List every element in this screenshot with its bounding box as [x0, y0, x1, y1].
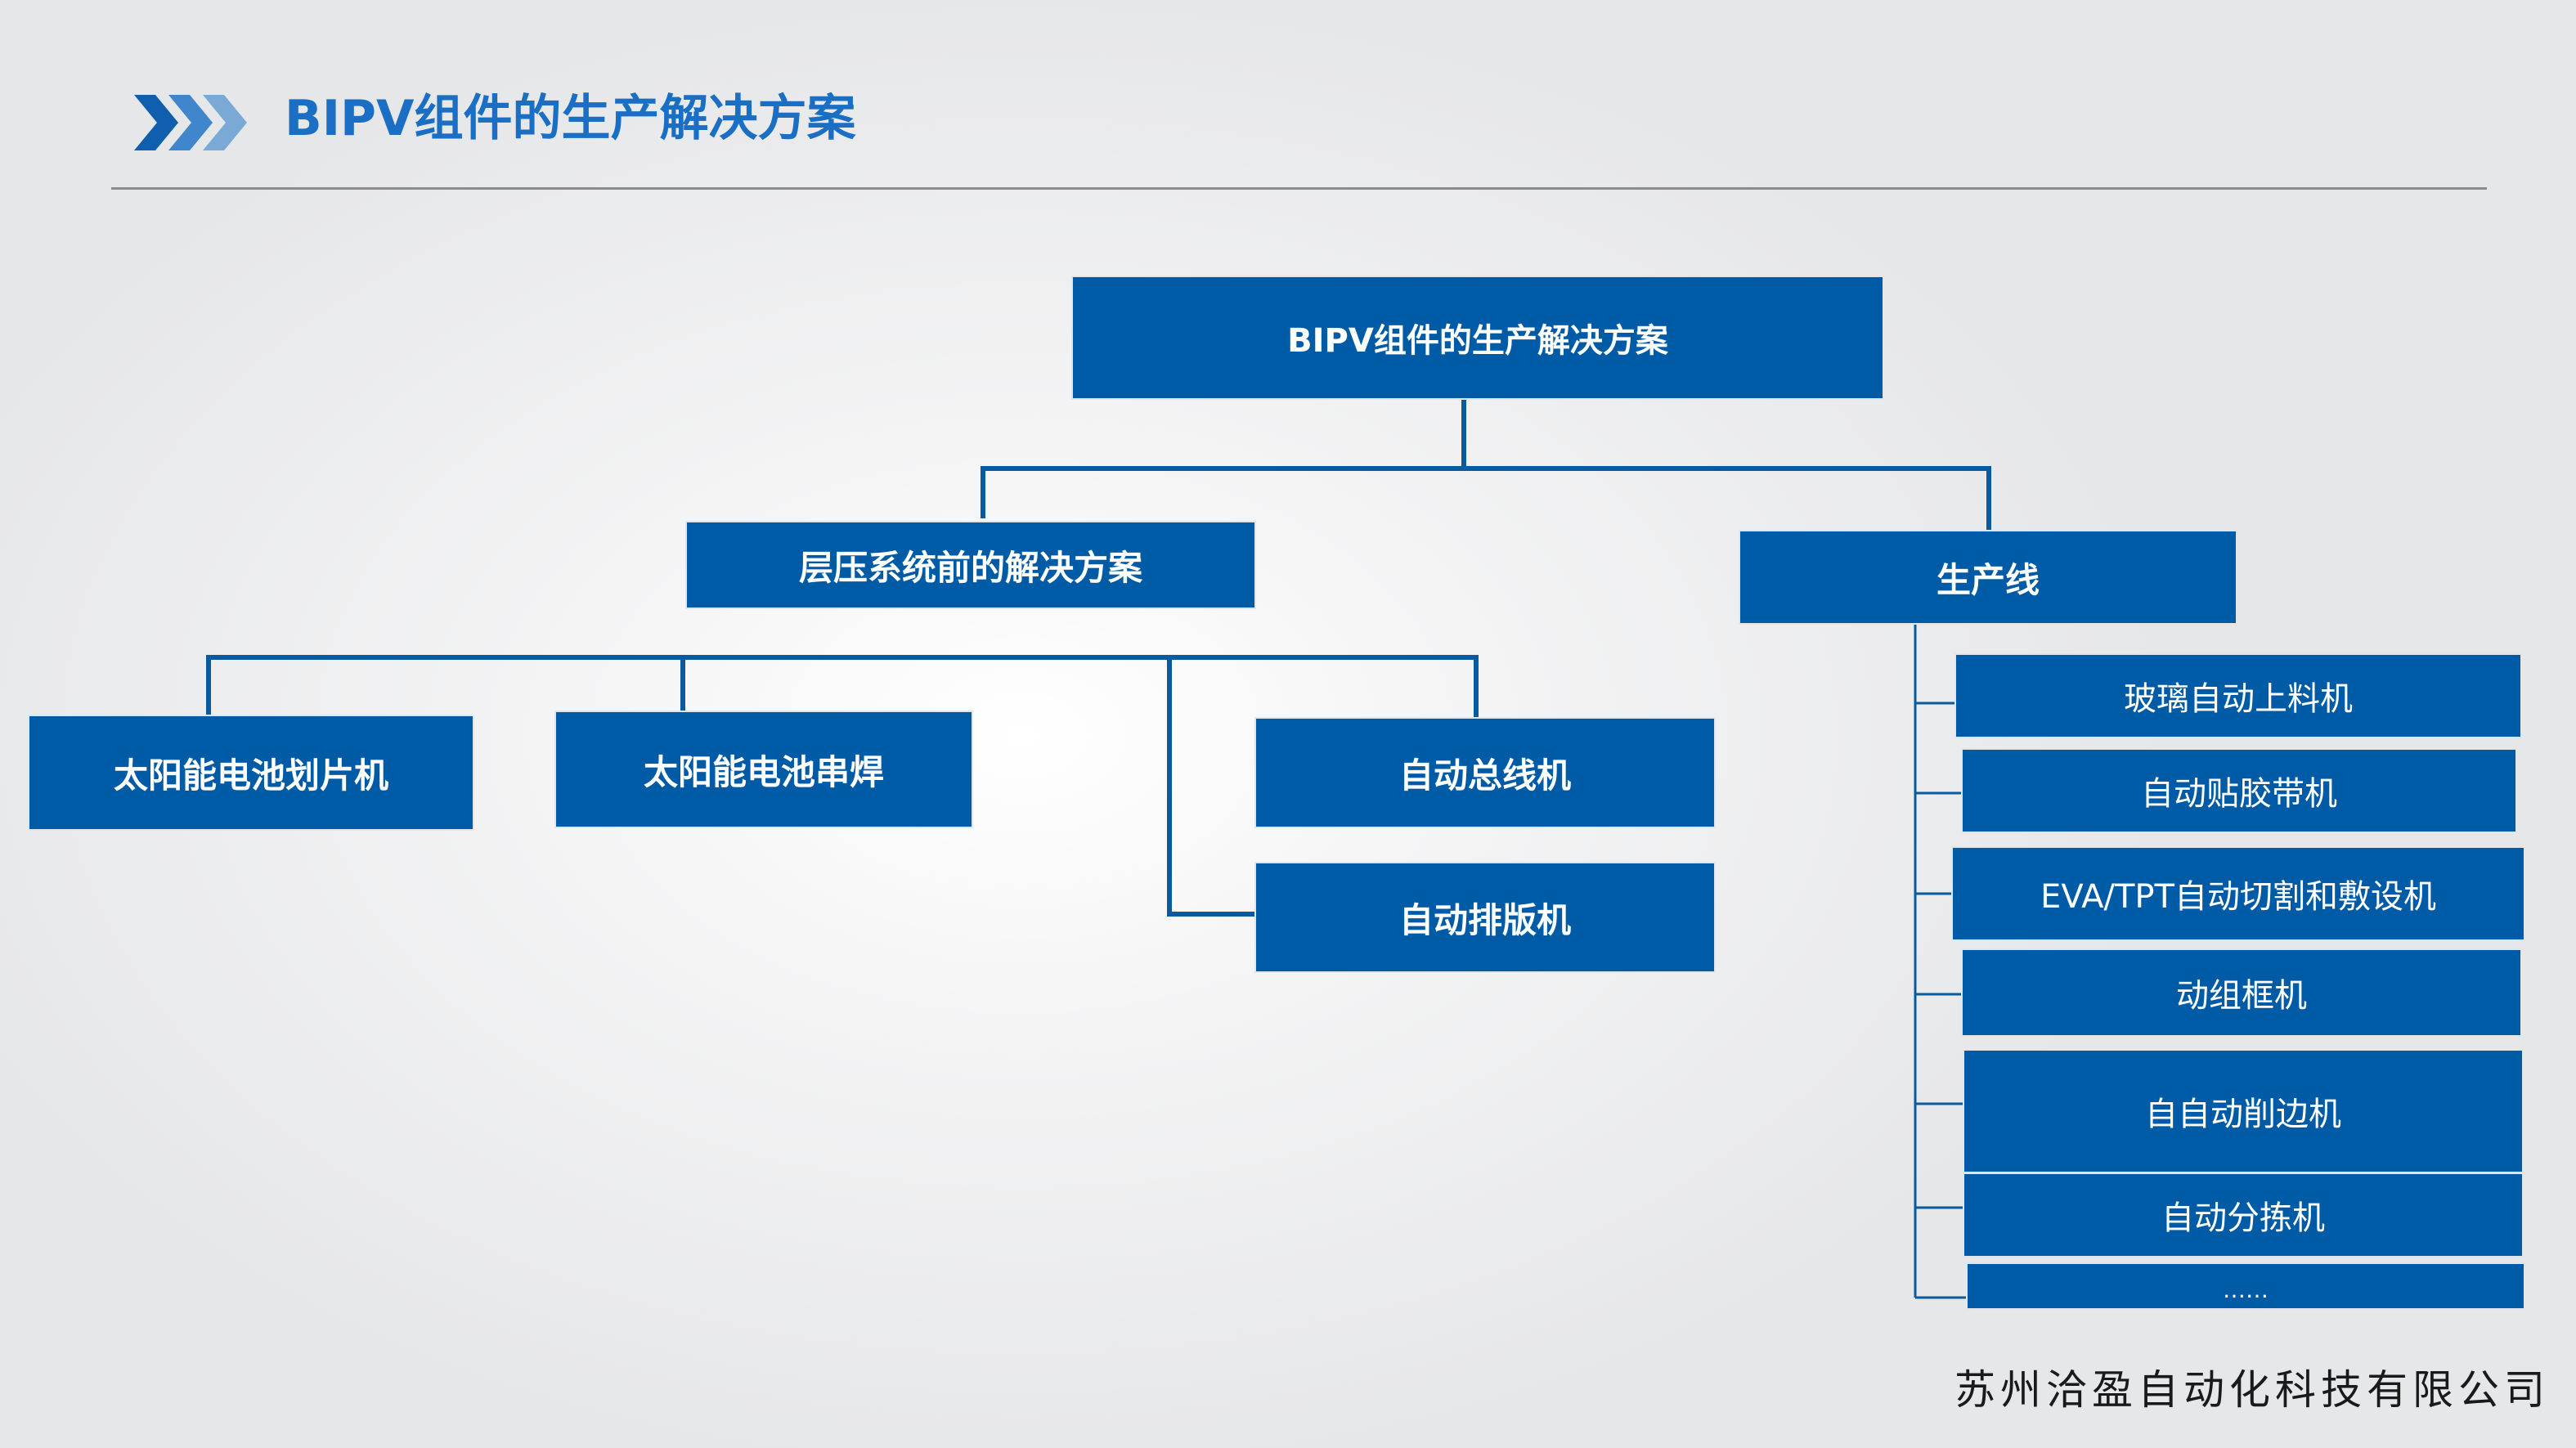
triple-chevron-right-icon: [134, 95, 247, 150]
company-name: 苏州洽盈自动化科技有限公司: [1954, 1366, 2550, 1414]
right-child-label: ……: [2223, 1276, 2269, 1303]
right-child-label: 自动贴胶带机: [2141, 775, 2337, 813]
left-child-label: 太阳能电池划片机: [113, 755, 388, 796]
right-child-node: EVA/TPT自动切割和敷设机: [1951, 846, 2525, 941]
right-child-node: 动组框机: [1961, 948, 2522, 1037]
header-divider: [111, 187, 2487, 190]
branch-right-node: 生产线: [1739, 530, 2237, 625]
branch-left-label: 层压系统前的解决方案: [798, 547, 1142, 588]
right-child-label: 自自动削边机: [2145, 1096, 2341, 1133]
left-child-node: 自动排版机: [1254, 862, 1716, 973]
left-child-label: 自动总线机: [1398, 755, 1571, 796]
root-node: BIPV组件的生产解决方案: [1071, 276, 1884, 400]
right-child-label: 动组框机: [2176, 977, 2307, 1015]
right-child-node: 自动分拣机: [1963, 1172, 2524, 1257]
right-child-node: ……: [1966, 1262, 2525, 1310]
left-child-node: 自动总线机: [1254, 717, 1716, 828]
page-title: BIPV组件的生产解决方案: [285, 90, 856, 147]
right-child-node: 自动贴胶带机: [1961, 748, 2517, 833]
left-child-label: 太阳能电池串焊: [643, 751, 884, 792]
left-child-node: 太阳能电池划片机: [28, 715, 474, 831]
right-child-label: EVA/TPT自动切割和敷设机: [2040, 878, 2436, 916]
branch-left-node: 层压系统前的解决方案: [685, 521, 1256, 609]
left-child-label: 自动排版机: [1398, 899, 1571, 940]
left-child-node: 太阳能电池串焊: [554, 711, 973, 828]
right-child-node: 自自动削边机: [1963, 1049, 2524, 1173]
branch-right-label: 生产线: [1936, 559, 2040, 600]
right-child-label: 玻璃自动上料机: [2124, 680, 2353, 718]
right-child-label: 自动分拣机: [2161, 1199, 2325, 1237]
right-child-node: 玻璃自动上料机: [1954, 653, 2522, 738]
root-node-label: BIPV组件的生产解决方案: [1287, 322, 1668, 360]
